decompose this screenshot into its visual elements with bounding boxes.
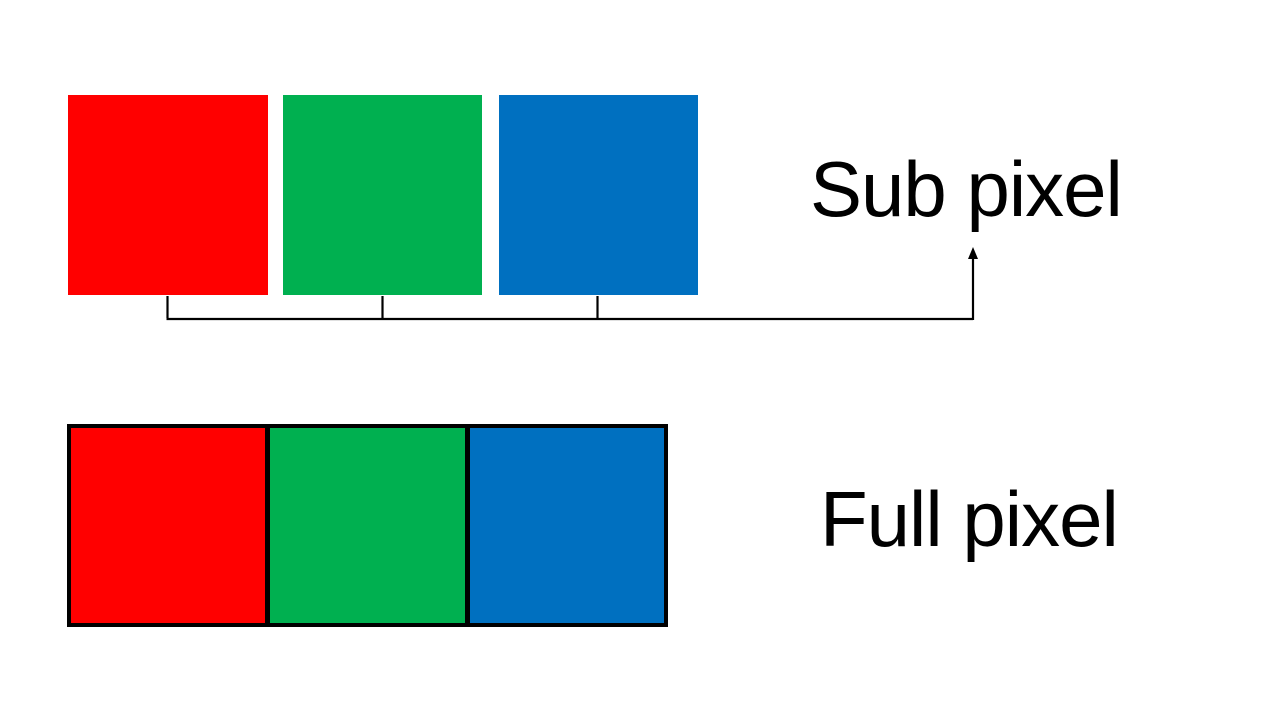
fullpixel-label: Full pixel — [820, 475, 1119, 563]
fullpixel-block — [67, 424, 668, 627]
subpixel-label: Sub pixel — [810, 145, 1123, 233]
arrow-head-icon — [968, 247, 978, 259]
subpixel-green-square — [283, 95, 482, 295]
fullpixel-green-cell — [270, 428, 465, 623]
subpixel-blue-square — [499, 95, 698, 295]
fullpixel-red-cell — [71, 428, 266, 623]
subpixel-red-square — [68, 95, 268, 295]
fullpixel-blue-cell — [469, 428, 664, 623]
